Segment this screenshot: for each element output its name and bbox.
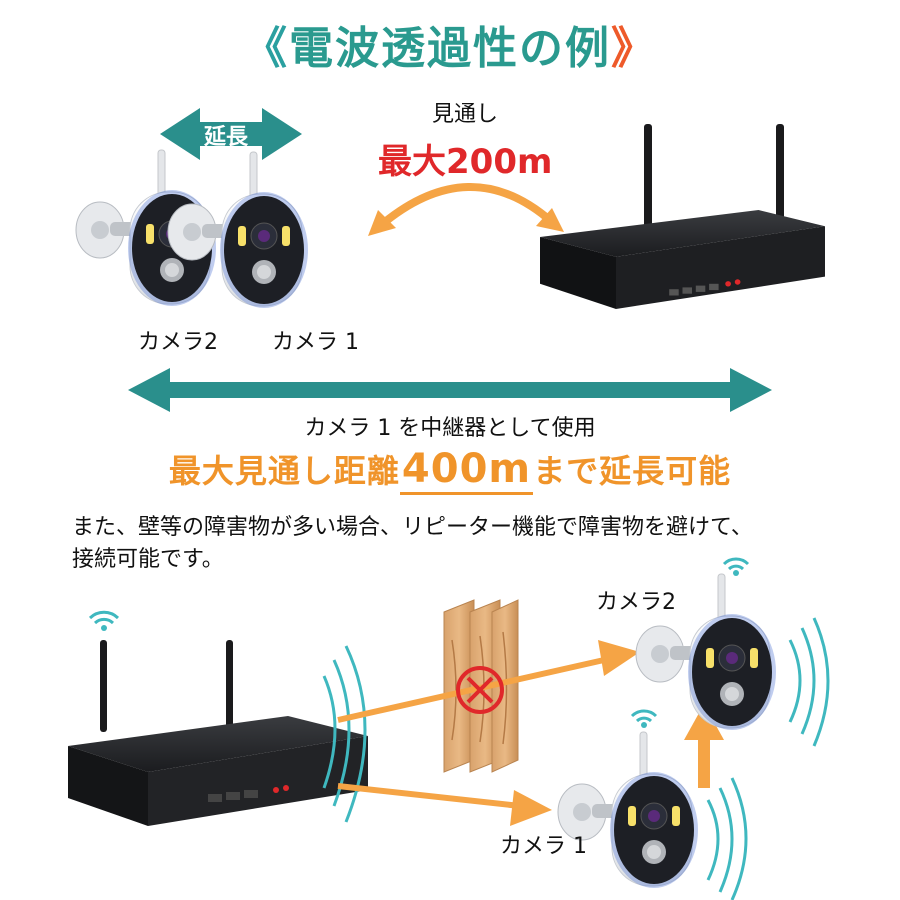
camera2-bottom-label: カメラ2 xyxy=(596,590,676,615)
camera1-signal-waves xyxy=(706,777,748,900)
range-arc-arrow xyxy=(368,183,564,236)
camera1-bottom-illustration xyxy=(557,731,699,889)
camera1-bottom-label: カメラ 1 xyxy=(500,834,587,859)
extension-label: 延長 xyxy=(204,125,249,150)
camera2-signal-waves xyxy=(788,617,830,747)
blocked-signal-arrow xyxy=(337,640,640,723)
camera1-top-label: カメラ 1 xyxy=(272,330,359,355)
title-text: 電波透過性の例 xyxy=(289,23,611,74)
repeater-range-suffix: まで延長可能 xyxy=(533,452,732,490)
camera2-wifi-icon xyxy=(722,557,750,576)
description-line1: また、壁等の障害物が多い場合、リピーター機能で障害物を避けて、 xyxy=(72,515,753,540)
repeater-range-text: 最大見通し距離400mまで延長可能 xyxy=(0,446,900,495)
max-range-label: 最大200m xyxy=(378,142,553,182)
nvr-bottom-illustration xyxy=(68,640,368,826)
title-right-chevrons: 》 xyxy=(611,23,657,74)
wall-obstacle xyxy=(443,599,519,773)
blocked-x-mark xyxy=(456,666,504,714)
description-line2: 接続可能です。 xyxy=(72,547,224,572)
line-of-sight-label: 見通し xyxy=(432,102,499,127)
repeater-usage-text: カメラ 1 を中継器として使用 xyxy=(304,416,596,441)
repeater-range-prefix: 最大見通し距離 xyxy=(168,452,400,490)
camera2-top-label: カメラ2 xyxy=(138,330,218,355)
nvr-top-illustration xyxy=(540,124,825,309)
relay-up-arrow xyxy=(684,704,724,788)
camera1-wifi-icon xyxy=(630,709,658,728)
page-title: 《電波透過性の例》 xyxy=(0,12,900,76)
title-left-chevrons: 《 xyxy=(243,23,289,74)
repeater-range-arrow xyxy=(128,368,772,412)
nvr-wifi-icon xyxy=(88,610,120,631)
camera1-direct-arrow xyxy=(337,783,552,826)
extension-arrow xyxy=(160,108,302,160)
repeater-range-value: 400m xyxy=(399,446,534,495)
description-text: また、壁等の障害物が多い場合、リピーター機能で障害物を避けて、 接続可能です。 xyxy=(72,512,753,576)
